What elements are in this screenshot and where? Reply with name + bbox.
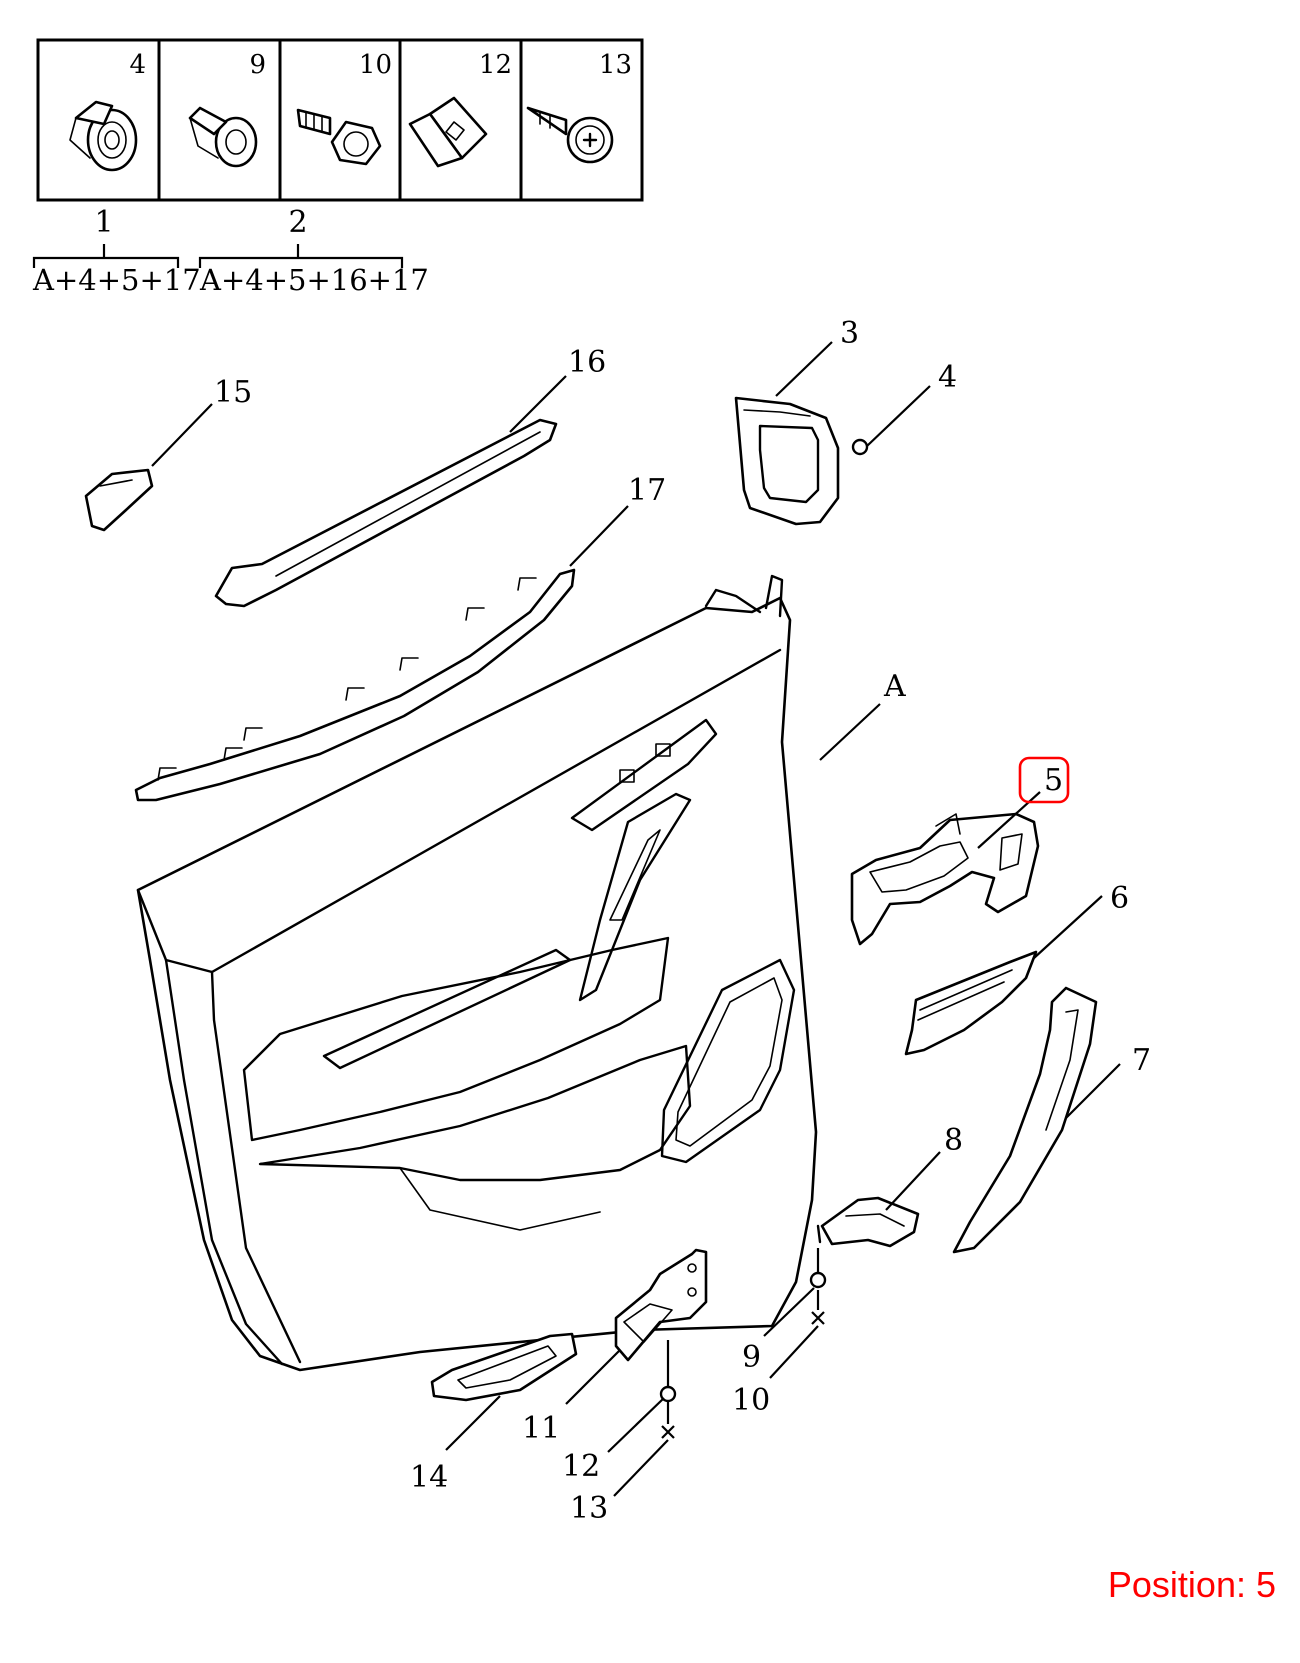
table-cell-4-label: 4: [129, 50, 146, 80]
clip-icon: [69, 100, 138, 172]
table-cell-13-label: 13: [599, 50, 632, 80]
grommet-icon: [188, 106, 258, 168]
table-cell-12-label: 12: [479, 50, 512, 80]
trim-strip-part: [952, 986, 1098, 1254]
callout-4: 4: [938, 360, 957, 395]
callout-labels: 3 4 5 6 7 8 9 10 11 12 13 14 15 16 17 A: [214, 316, 1151, 1526]
callout-8: 8: [944, 1123, 963, 1158]
callout-13: 13: [570, 1491, 608, 1526]
bracket-part: [816, 1196, 920, 1248]
pull-cup-part: [904, 950, 1038, 1056]
callout-11: 11: [522, 1411, 560, 1446]
callout-6: 6: [1110, 881, 1129, 916]
table-cell-9-label: 9: [249, 50, 266, 80]
corner-cover-part: [734, 396, 840, 526]
kit-1-contents: A+4+5+17: [32, 263, 201, 297]
callout-15: 15: [214, 375, 252, 410]
highlight-box: [1018, 756, 1070, 804]
lower-bracket-part: [614, 1248, 708, 1362]
kit-1-number: 1: [94, 205, 113, 240]
bolt-icon: [296, 108, 382, 166]
lower-insert-part: [430, 1332, 578, 1402]
end-clip-part: [84, 468, 154, 532]
screw-icon: [526, 106, 614, 164]
window-seal-part: [134, 568, 576, 802]
callout-7: 7: [1132, 1043, 1151, 1078]
leader-lines: [151, 341, 1121, 1497]
callout-12: 12: [562, 1449, 600, 1484]
callout-16: 16: [568, 345, 606, 380]
position-label: Position: 5: [1107, 1564, 1276, 1605]
callout-A: A: [883, 669, 906, 704]
callout-10: 10: [732, 1383, 770, 1418]
door-trim-panel: [136, 574, 818, 1372]
callout-3: 3: [840, 316, 859, 351]
kit-2: 2 A+4+5+16+17: [198, 205, 429, 297]
kit-1: 1 A+4+5+17: [32, 205, 201, 297]
fastener-symbols: [659, 1248, 827, 1439]
fastener-table: 4 9 10 12 13: [36, 38, 644, 202]
kit-2-contents: A+4+5+16+17: [199, 263, 429, 297]
callout-14: 14: [410, 1460, 448, 1495]
callout-17: 17: [628, 473, 666, 508]
callout-5: 5: [1044, 763, 1063, 798]
callout-9: 9: [742, 1340, 761, 1375]
inner-handle-part: [850, 812, 1040, 946]
clip-symbol-4: [851, 438, 869, 456]
kit-2-number: 2: [288, 205, 307, 240]
square-nut-icon: [408, 96, 488, 168]
upper-strip-part: [214, 418, 558, 608]
table-cell-10-label: 10: [359, 50, 392, 80]
